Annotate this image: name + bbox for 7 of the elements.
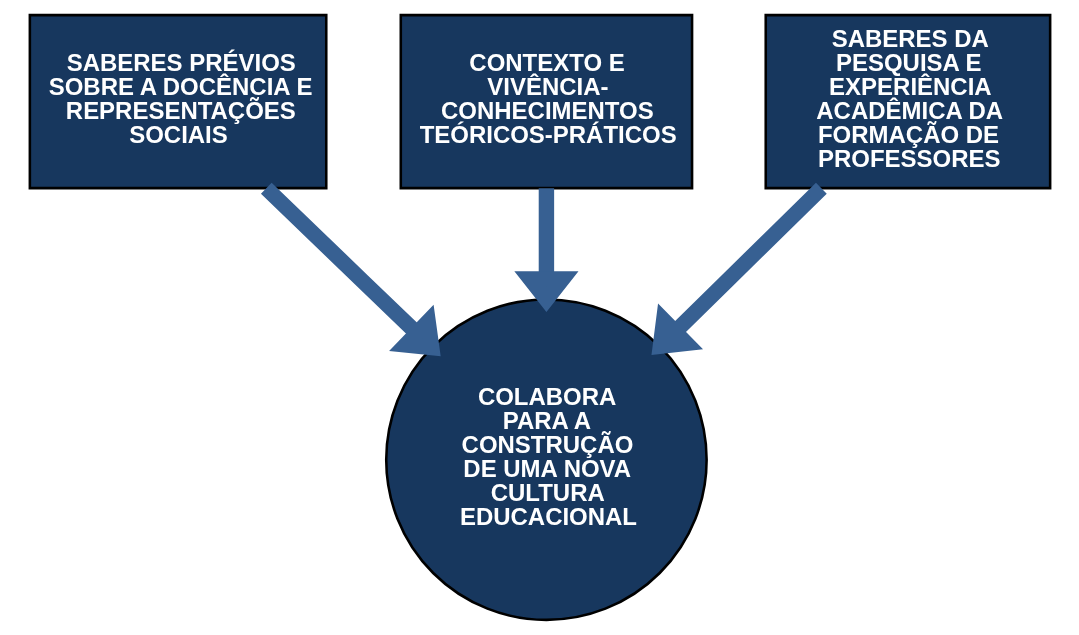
node-box: CONTEXTO E VIVÊNCIA- CONHECIMENTOS TEÓRICOS-PRÁTICOS — [399, 13, 693, 190]
arrow — [513, 188, 578, 312]
arrow — [260, 182, 441, 357]
node-circle: COLABORA PARA A CONSTRUÇÃO DE UMA NOVA CULTURA EDUCACIONAL — [384, 298, 708, 622]
arrow — [650, 182, 827, 355]
node-box: SABERES DA PESQUISA E EXPERIÊNCIA ACADÊMICA DA FORMAÇÃO DE PROFESSORES — [763, 13, 1051, 190]
node-box: SABERES PRÉVIOS SOBRE A DOCÊNCIA E REPRESENTAÇÕES SOCIAIS — [28, 13, 328, 190]
